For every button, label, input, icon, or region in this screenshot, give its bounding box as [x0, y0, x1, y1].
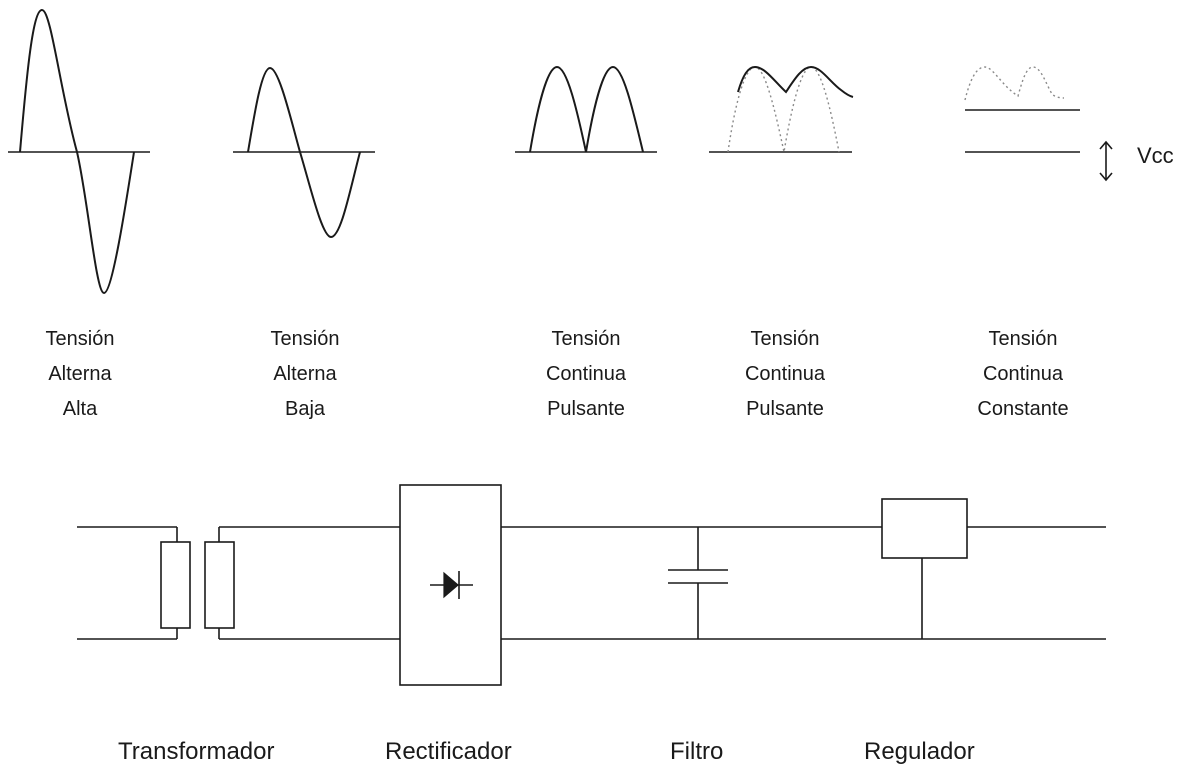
waveform-label-line: Constante — [977, 398, 1069, 420]
transformer — [77, 526, 400, 640]
waveform-label-line: Pulsante — [547, 398, 625, 420]
waveform-label-line: Alterna — [273, 363, 337, 385]
filter-capacitor — [668, 527, 728, 639]
stage-label-filter: Filtro — [670, 738, 724, 765]
waveform-label-line: Tensión — [988, 328, 1058, 350]
vcc-label: Vcc — [1137, 143, 1174, 168]
waveform-label-constant-dc: Tensión Continua Constante — [943, 322, 1103, 427]
waveform-label-line: Alterna — [48, 363, 112, 385]
waveform-low-ac — [233, 66, 375, 239]
waveform-label-line: Continua — [545, 363, 627, 385]
regulator — [881, 498, 1106, 639]
stage-label-transformer: Transformador — [118, 738, 275, 765]
rectifier — [399, 484, 502, 686]
stage-label-regulator: Regulador — [864, 738, 975, 765]
waveform-label-line: Continua — [744, 363, 826, 385]
rectifier-block — [399, 484, 502, 686]
stage-label-rectifier: Rectificador — [385, 738, 512, 765]
waveform-label-rectified: Tensión Continua Pulsante — [506, 322, 666, 427]
waveform-label-low-ac: Tensión Alterna Baja — [225, 322, 385, 427]
transformer-secondary-coil — [204, 541, 235, 629]
waveform-label-line: Pulsante — [746, 398, 824, 420]
waveform-high-ac — [8, 8, 150, 295]
waveform-label-high-ac: Tensión Alterna Alta — [0, 322, 160, 427]
waveform-label-filtered: Tensión Continua Pulsante — [705, 322, 865, 427]
waveform-label-line: Alta — [62, 398, 98, 420]
diode-icon — [430, 571, 473, 599]
waveform-constant-dc — [964, 66, 1080, 153]
waveform-label-line: Tensión — [750, 328, 820, 350]
waveform-label-line: Baja — [284, 398, 326, 420]
regulator-block — [881, 498, 968, 559]
vcc-arrow — [1099, 140, 1113, 182]
waveform-label-line: Tensión — [45, 328, 115, 350]
waveform-filtered — [709, 65, 854, 153]
waveform-rectified — [515, 65, 657, 153]
waveform-label-line: Tensión — [551, 328, 621, 350]
transformer-primary-coil — [160, 541, 191, 629]
waveform-label-line: Continua — [982, 363, 1064, 385]
waveform-label-line: Tensión — [270, 328, 340, 350]
